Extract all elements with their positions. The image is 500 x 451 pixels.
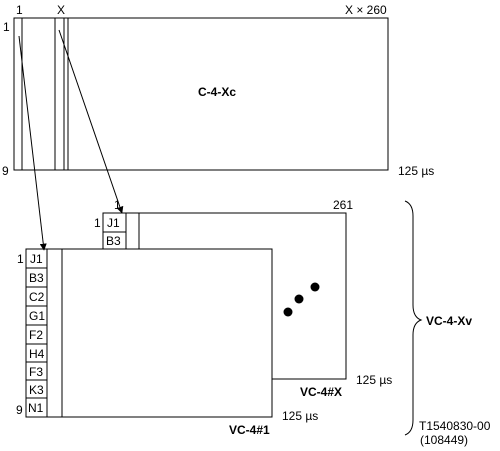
c4xc-col-x-label: X [57, 3, 65, 17]
vc41-cell-h4: H4 [29, 347, 45, 361]
c4xc-container: 1 X X × 260 1 9 C-4-Xc 125 µs [2, 3, 434, 178]
figure-ref: (108449) [420, 433, 468, 447]
vc41-cell-f3: F3 [29, 365, 43, 379]
c4xc-frame [13, 17, 389, 171]
vc41-row-last-label: 9 [16, 403, 23, 417]
continuation-dot [294, 294, 304, 304]
vc41-cell-n1: N1 [28, 401, 44, 415]
vc41-cell-j1: J1 [30, 252, 43, 266]
vc41-frame-group: J1 B3 C2 G1 F2 H4 F3 K3 N1 1 9 VC-4#1 12… [16, 248, 318, 437]
vc41-cell-f2: F2 [29, 328, 43, 342]
vc41-cell-c2: C2 [29, 290, 45, 304]
vc4x-row-first-label: 1 [94, 216, 101, 230]
arrow-colx-to-vc4x [58, 29, 124, 214]
vc41-time-label: 125 µs [282, 409, 318, 423]
continuation-dot [310, 282, 320, 292]
c4xc-col-first-label: 1 [16, 3, 23, 17]
vc4x-cell-b3: B3 [106, 234, 121, 248]
vc4x-label: VC-4#X [300, 385, 342, 399]
c4xc-col-last-label: X × 260 [345, 3, 387, 17]
vc4x-col-first-label: 1 [114, 198, 121, 212]
arrow-col1-to-vc41 [18, 35, 47, 251]
figure-id: T1540830-00 [419, 419, 491, 433]
c4xc-time-label: 125 µs [398, 164, 434, 178]
vc4x-cell-j1: J1 [107, 216, 120, 230]
vc4x-col-last-label: 261 [333, 198, 353, 212]
vc41-cell-g1: G1 [29, 309, 45, 323]
vc4x-time-label: 125 µs [356, 373, 392, 387]
c4xc-row-first-label: 1 [3, 20, 10, 34]
c4xc-row-last-label: 9 [2, 164, 9, 178]
group-label: VC-4-Xv [426, 314, 472, 328]
vc41-label: VC-4#1 [229, 423, 270, 437]
vc41-row-first-label: 1 [17, 252, 24, 266]
vc41-frame [25, 248, 273, 418]
vc41-cell-b3: B3 [29, 271, 44, 285]
continuation-dot [283, 307, 293, 317]
c4xc-title: C-4-Xc [198, 85, 236, 99]
vc41-cell-k3: K3 [29, 383, 44, 397]
group-brace [404, 200, 423, 436]
